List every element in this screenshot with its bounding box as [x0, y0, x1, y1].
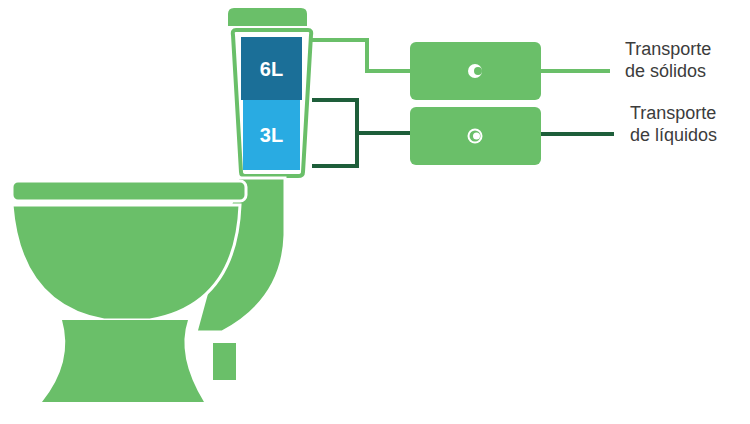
button-icon [473, 133, 480, 140]
tank-cap [228, 8, 307, 26]
button-icon [474, 67, 482, 75]
toilet-seat [12, 181, 246, 201]
button-icon [468, 64, 482, 78]
button-icon [470, 131, 481, 142]
bracket-line [312, 40, 410, 71]
flush-button-panel [410, 42, 541, 100]
toilet-pedestal [42, 320, 204, 402]
volume-label: 6L [260, 59, 283, 79]
tank-outline [233, 30, 311, 176]
button-icon [468, 129, 483, 144]
bracket-line [312, 100, 357, 166]
volume-block: 3L [243, 100, 300, 170]
volume-label: 3L [260, 125, 283, 145]
flush-button-panel [410, 107, 541, 165]
volume-block: 6L [241, 37, 302, 100]
leader-line [541, 132, 614, 136]
toilet-bowl [12, 205, 240, 320]
bracket-line [357, 131, 410, 135]
leader-line [541, 69, 610, 73]
toilet-nub [213, 343, 236, 380]
function-label: Transporte de sólidos [625, 38, 725, 82]
function-label: Transporte de líquidos [630, 102, 730, 146]
